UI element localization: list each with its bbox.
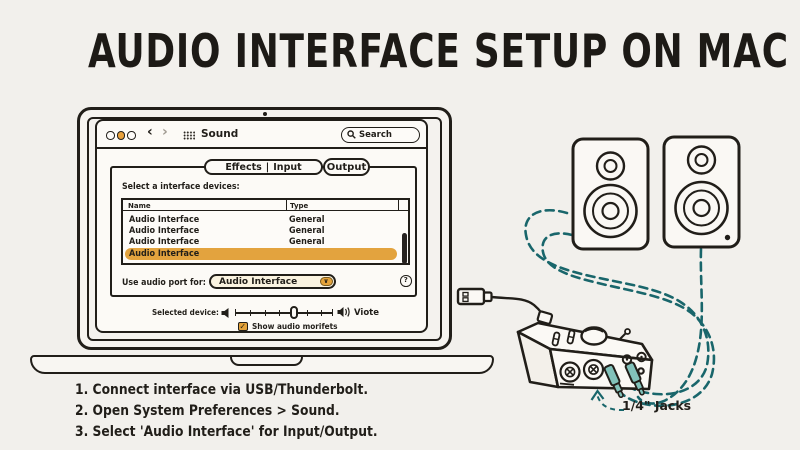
woofer [583, 183, 638, 239]
search-icon [347, 130, 356, 139]
instruction-step: 3. Select 'Audio Interface' for Input/Ou… [75, 424, 378, 440]
devices-panel: Select a interface devices: Name Type Au… [110, 166, 417, 297]
show-audio-label: Show audio morifets [252, 322, 338, 331]
row-name[interactable]: Audio Interface [129, 214, 200, 225]
speaker-left [571, 137, 650, 251]
page-title: AUDIO INTERFACE SETUP ON MAC [88, 24, 789, 78]
search-placeholder: Search [359, 129, 392, 140]
window-toolbar: ‹ › Sound Search [97, 121, 426, 149]
table-row[interactable]: Audio Interface General [123, 225, 408, 236]
audio-interface [516, 321, 654, 391]
power-led [724, 234, 731, 241]
dropdown-chevron-icon[interactable]: ∨ [319, 276, 333, 286]
usb-plug [456, 287, 493, 306]
tweeter [686, 145, 717, 175]
instructions: 1. Connect interface via USB/Thunderbolt… [75, 380, 378, 443]
table-body: Audio Interface General Audio Interface … [123, 214, 408, 260]
tab-separator: | [265, 161, 270, 173]
jacks-annotation: 1/4" Jacks [622, 398, 692, 413]
forward-icon[interactable]: › [162, 124, 168, 140]
slider-tick [279, 310, 281, 316]
table-row[interactable]: Audio Interface General [123, 237, 408, 248]
show-audio-checkbox[interactable]: ✓ [238, 321, 248, 331]
row-type: General [289, 214, 325, 225]
volume-high-icon [337, 307, 350, 317]
dropdown-value: Audio Interface [219, 277, 298, 287]
instruction-step: 2. Open System Preferences > Sound. [75, 403, 340, 419]
audio-port-label: Use audio port for: [122, 277, 206, 287]
woofer [674, 180, 729, 236]
table-row-selected[interactable]: Audio Interface [123, 248, 408, 259]
audio-port-dropdown[interactable]: Audio Interface ∨ [209, 273, 336, 289]
speaker-cable-1 [524, 208, 710, 396]
column-divider [398, 200, 399, 210]
slider-tick [331, 309, 333, 316]
speaker-cable-3 [636, 247, 704, 405]
window-title: Sound [201, 128, 239, 140]
scrollbar-thumb[interactable] [401, 233, 407, 264]
row-type: General [289, 225, 325, 236]
tab-output-label[interactable]: Output [326, 161, 367, 173]
volume-low-icon [221, 308, 229, 318]
devices-table: Name Type Audio Interface General Audio … [121, 198, 410, 265]
slider-track [235, 312, 333, 314]
traffic-light-minimize[interactable] [116, 131, 125, 140]
quarter-inch-plug-1 [603, 363, 624, 399]
slider-tick [265, 310, 267, 316]
row-name[interactable]: Audio Interface [129, 249, 200, 260]
slider-tick [321, 310, 323, 316]
webcam-dot [262, 112, 267, 116]
slider-tick [235, 309, 237, 316]
quarter-inch-plug-2 [624, 361, 645, 396]
tab-input-label[interactable]: Input [273, 161, 302, 173]
tab-effects-label[interactable]: Effects [225, 161, 262, 173]
slider-tick [250, 310, 252, 316]
tab-output[interactable]: Output [323, 158, 370, 176]
interface-switches [551, 329, 576, 347]
volume-slider[interactable] [235, 306, 333, 319]
help-button[interactable]: ? [400, 275, 412, 287]
row-name[interactable]: Audio Interface [129, 225, 200, 236]
combo-jack-1 [559, 361, 581, 383]
instruction-step: 1. Connect interface via USB/Thunderbolt… [75, 382, 369, 398]
tweeter [595, 151, 626, 181]
laptop-base [30, 355, 494, 374]
jacks-arrow [590, 389, 625, 412]
traffic-light-zoom[interactable] [127, 131, 136, 140]
column-type[interactable]: Type [286, 200, 308, 210]
speaker-cable-2 [541, 232, 716, 408]
select-devices-label: Select a interface devices: [122, 181, 240, 191]
slider-handle[interactable] [290, 306, 298, 319]
back-icon[interactable]: ‹ [147, 124, 153, 140]
monitor-switch [619, 328, 631, 340]
sound-window: ‹ › Sound Search Effects | Input Output … [95, 119, 428, 333]
speaker-right [662, 135, 741, 249]
selected-row-highlight [125, 247, 397, 261]
combo-jack-2 [582, 358, 605, 381]
selected-device-label: Selected device: [152, 308, 219, 317]
row-name[interactable]: Audio Interface [129, 237, 200, 248]
check-icon: ✓ [239, 321, 247, 331]
row-type: General [289, 237, 325, 248]
gain-knob [580, 326, 608, 346]
traffic-light-close[interactable] [106, 131, 115, 140]
mute-label: Viote [354, 307, 380, 318]
table-row[interactable]: Audio Interface General [123, 214, 408, 225]
table-header: Name Type [123, 200, 408, 211]
tab-effects-input[interactable]: Effects | Input [204, 159, 323, 175]
apps-grid-icon[interactable] [183, 131, 195, 140]
column-name[interactable]: Name [128, 201, 151, 210]
search-input[interactable]: Search [341, 126, 420, 143]
usb-connector [536, 310, 554, 325]
slider-tick [307, 310, 309, 316]
